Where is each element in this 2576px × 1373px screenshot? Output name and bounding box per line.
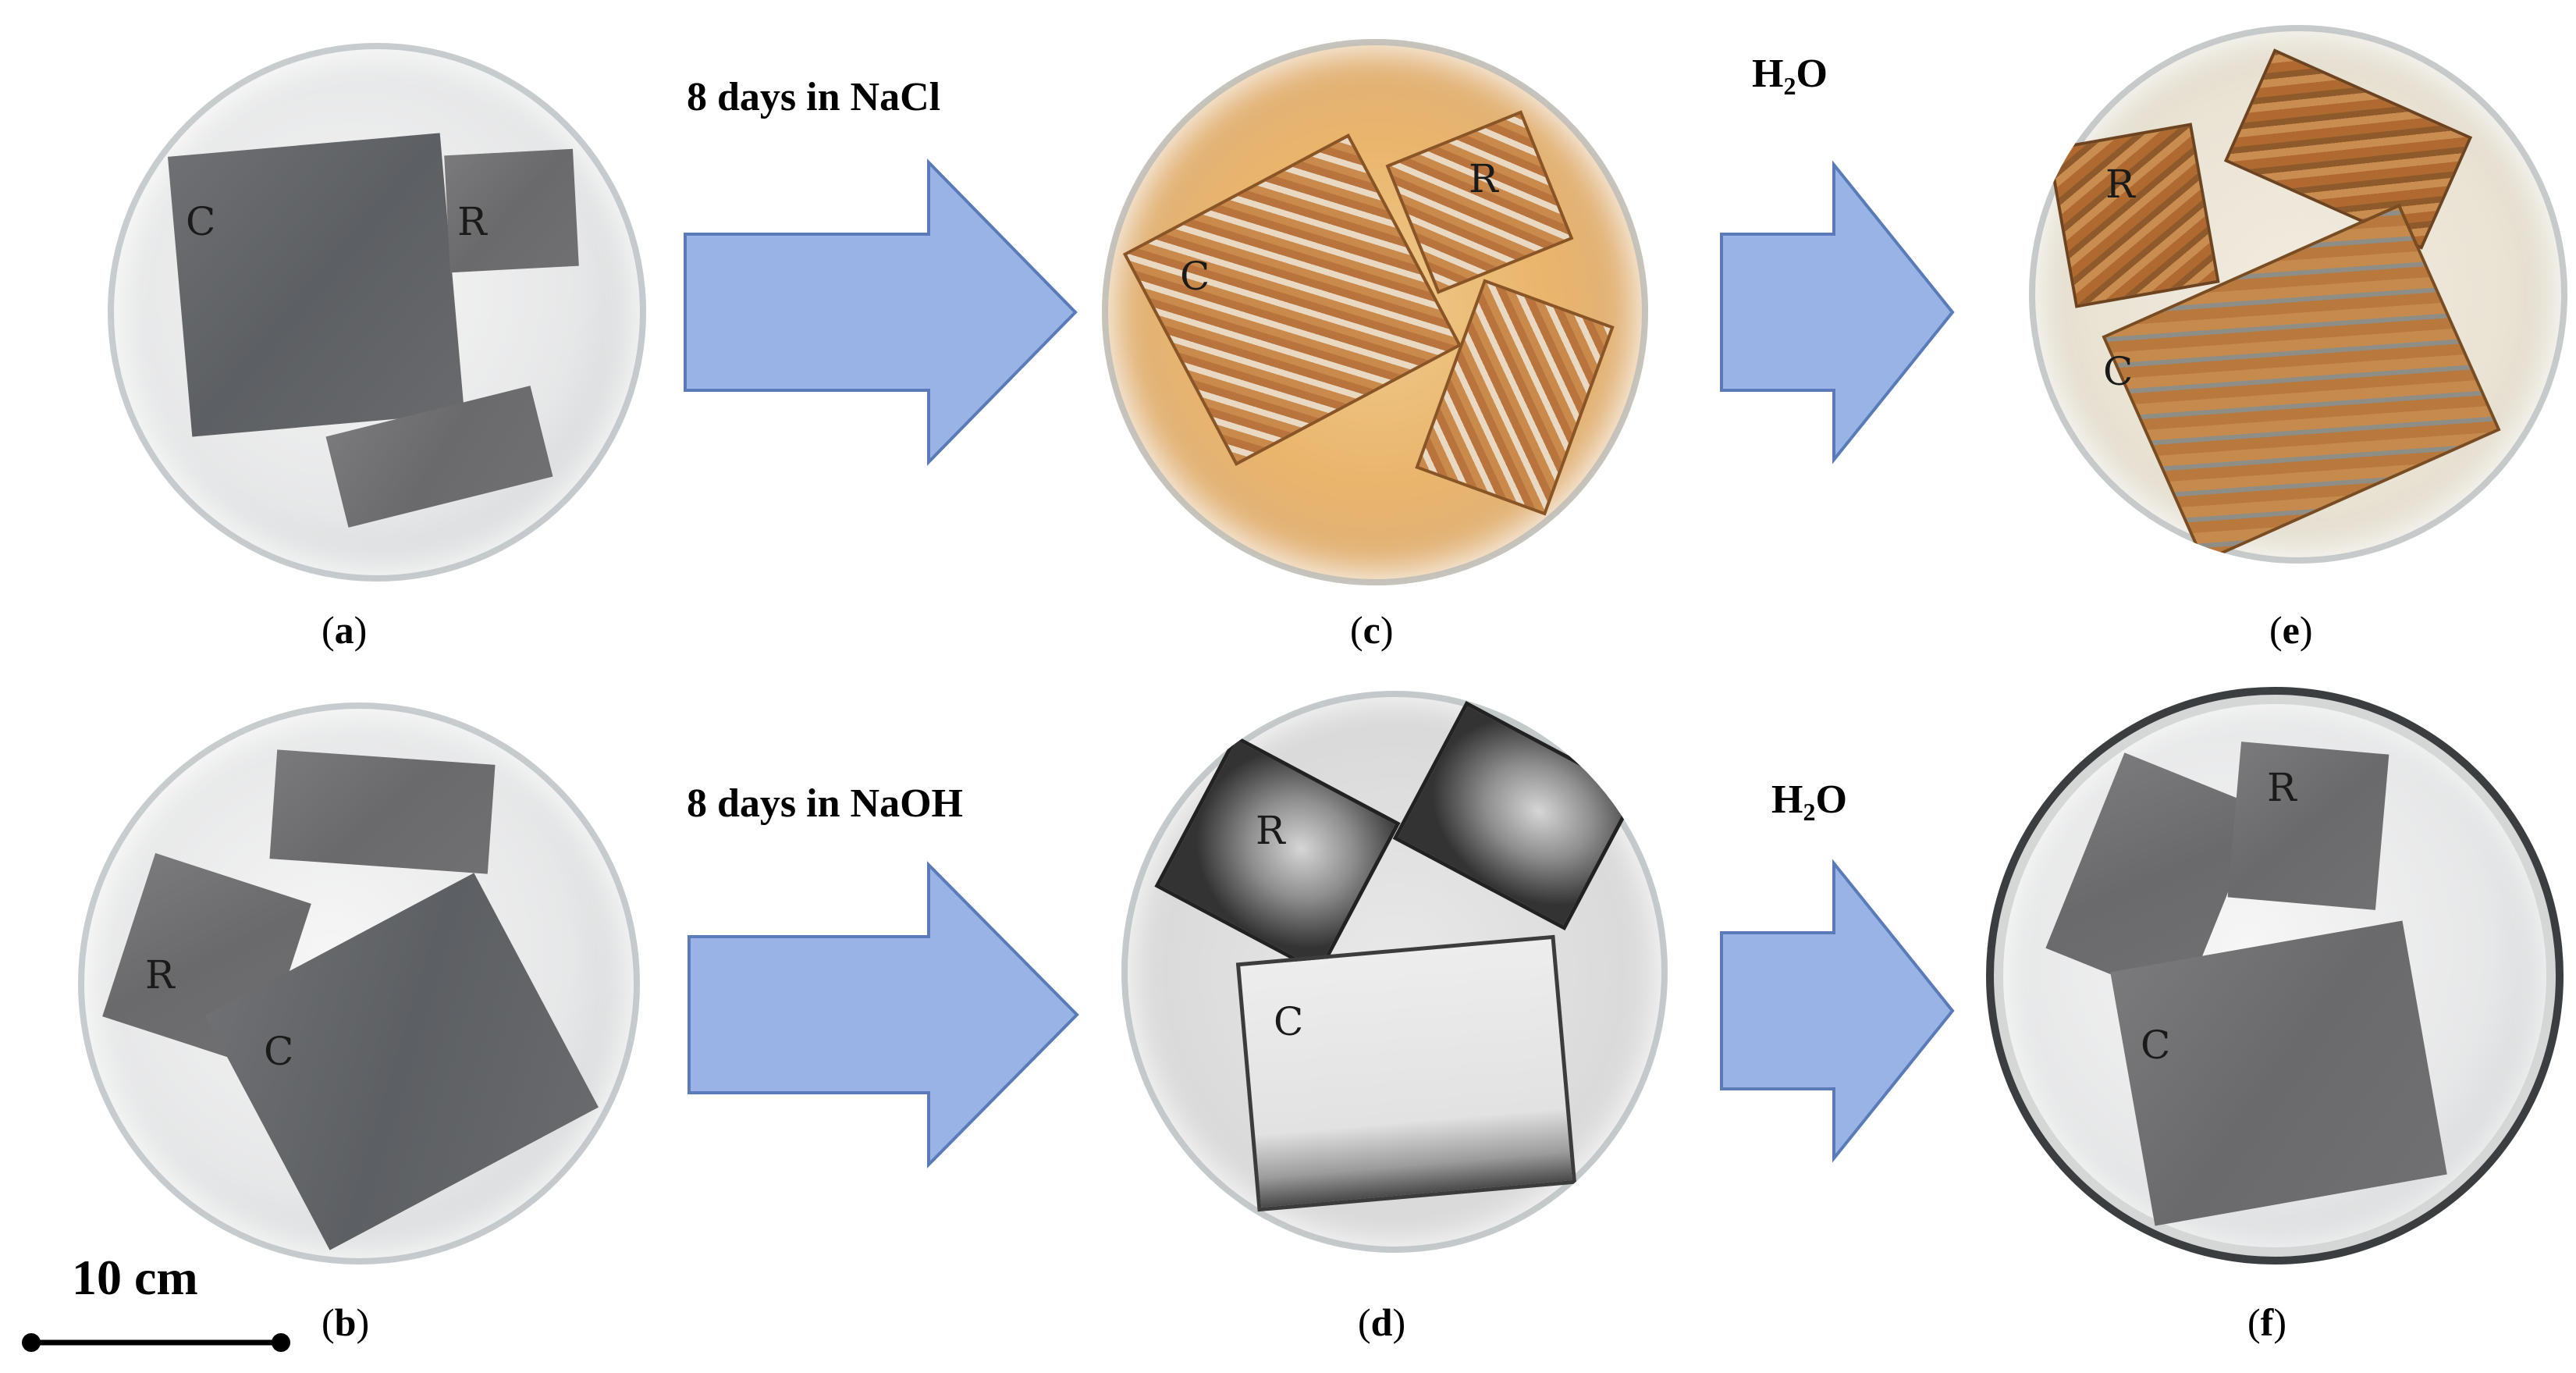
plate-r-d (1154, 735, 1401, 975)
arrow-top-first-label: 8 days in NaCl (687, 75, 941, 119)
plate-r-e (2047, 123, 2220, 308)
arrow-top-first-icon (684, 158, 1078, 466)
plate-c-d (1235, 934, 1577, 1212)
label-r-a: R (457, 199, 487, 244)
petri-dish-b: R C (78, 703, 640, 1265)
arrow-bottom-first-label: 8 days in NaOH (687, 781, 963, 826)
caption-b: (b) (322, 1300, 370, 1344)
plate-extra-b (269, 749, 496, 874)
arrow-bottom-second-icon (1720, 859, 1955, 1163)
caption-d: (d) (1358, 1300, 1406, 1344)
arrow-top-second-label: H2O (1752, 52, 1828, 100)
plate-extra-e (2223, 48, 2473, 250)
caption-c: (c) (1350, 608, 1394, 652)
caption-e: (e) (2269, 608, 2313, 652)
scale-bar-label: 10 cm (72, 1250, 198, 1305)
plate-extra-d (1392, 701, 1639, 930)
caption-a: (a) (322, 608, 368, 652)
label-r-b: R (145, 952, 175, 998)
arrow-bottom-first-icon (688, 861, 1079, 1168)
petri-dish-e: R C (2029, 25, 2567, 564)
label-c-c: C (1180, 254, 1210, 299)
plate-r-f (2227, 742, 2389, 910)
label-c-a: C (186, 199, 216, 244)
caption-f: (f) (2247, 1300, 2286, 1344)
label-r-d: R (1256, 808, 1285, 853)
arrow-top-second-icon (1720, 160, 1955, 464)
label-c-b: C (264, 1029, 294, 1074)
label-r-f: R (2267, 765, 2297, 810)
petri-dish-a: C R (108, 43, 646, 582)
petri-dish-c: C R (1102, 39, 1648, 585)
arrow-bottom-second-label: H2O (1771, 777, 1847, 826)
plate-c-f (2110, 920, 2447, 1226)
label-c-e: C (2103, 349, 2134, 394)
label-c-f: C (2141, 1023, 2171, 1068)
label-r-c: R (1469, 156, 1498, 201)
label-r-e: R (2105, 162, 2135, 207)
label-c-d: C (1274, 999, 1304, 1044)
petri-dish-f: R C (1986, 687, 2564, 1265)
petri-dish-d: R C (1121, 691, 1668, 1253)
plate-c-a (167, 133, 465, 437)
scale-bar (22, 1333, 290, 1352)
